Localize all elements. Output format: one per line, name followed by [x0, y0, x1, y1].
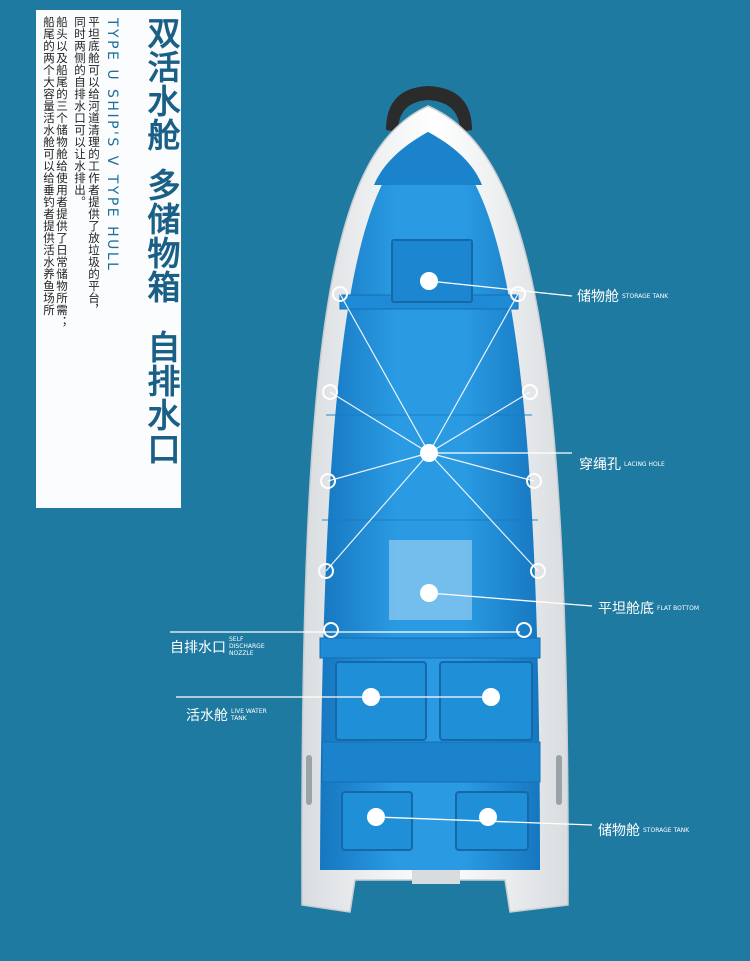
callout-live-water-zh: 活水舱: [186, 708, 228, 724]
callout-dot: [367, 808, 385, 826]
callout-storage-front-en: STORAGE TANK: [622, 292, 669, 300]
lacing-hole-ring: [322, 384, 338, 400]
side-handle-left: [306, 755, 312, 805]
callout-self-discharge: 自排水口 SELF DISCHARGE NOZZLE: [170, 636, 279, 657]
lacing-hole-ring: [526, 473, 542, 489]
lacing-hole-ring: [522, 384, 538, 400]
lacing-hole-ring: [530, 563, 546, 579]
headline-line-2: 多储物箱: [142, 168, 181, 304]
lacing-hole-rings: [318, 286, 546, 638]
callout-self-discharge-zh: 自排水口: [170, 639, 226, 656]
callout-live-water: 活水舱 LIVE WATER TANK: [186, 705, 281, 725]
flat-bottom-panel: [389, 540, 472, 620]
callout-storage-rear: 储物舱 STORAGE TANK: [598, 820, 693, 840]
callout-live-water-en: LIVE WATER TANK: [231, 708, 267, 722]
lacing-hole-ring: [318, 563, 334, 579]
description-line-1: 平坦底舱可以给河道清理的工作者提供了放垃圾的平台，: [87, 16, 101, 316]
stern-plate: [412, 870, 460, 884]
description-line-3: 船头以及船尾的三个储物舱给使用者提供了日常储物所需；: [55, 16, 69, 328]
live-water-tank-left: [335, 661, 427, 741]
callout-dots: [362, 272, 500, 826]
callout-dot: [482, 688, 500, 706]
middle-seat: [319, 637, 541, 659]
callout-dot: [362, 688, 380, 706]
drain-ring-right: [516, 622, 532, 638]
callout-dot: [479, 808, 497, 826]
callout-flat-bottom: 平坦舱底 FLAT BOTTOM: [598, 598, 707, 618]
callout-lacing-hole-zh: 穿绳孔: [579, 457, 621, 473]
callout-dot: [420, 444, 438, 462]
side-handle-right: [556, 755, 562, 805]
rear-seat: [321, 741, 541, 783]
headline-line-1: 双活水舱: [142, 16, 181, 152]
description-line-2: 同时两侧的自排水口可以让水排出。: [73, 16, 87, 208]
bow-handle: [386, 86, 472, 132]
description-panel: 船尾的两个大容量活水舱可以给垂钓者提供活水养鱼场所 船头以及船尾的三个储物舱给使…: [36, 10, 181, 508]
lacing-hole-ring: [332, 286, 348, 302]
callout-storage-front: 储物舱 STORAGE TANK: [577, 286, 672, 306]
lacing-hole-ring: [510, 286, 526, 302]
headline-line-3: 自排水口: [142, 330, 181, 466]
front-storage-box: [391, 239, 473, 303]
callout-lacing-hole: 穿绳孔 LACING HOLE: [579, 454, 674, 474]
callout-flat-bottom-zh: 平坦舱底: [598, 601, 654, 617]
callout-storage-rear-en: STORAGE TANK: [643, 826, 690, 834]
callout-storage-front-zh: 储物舱: [577, 289, 619, 305]
bow-deck: [374, 132, 482, 185]
lacing-hole-ring: [320, 473, 336, 489]
callout-flat-bottom-en: FLAT BOTTOM: [657, 604, 699, 612]
callout-dot: [420, 584, 438, 602]
drain-ring-left: [323, 622, 339, 638]
subtitle-english: TYPE U SHIP'S V TYPE HULL: [104, 18, 120, 273]
callout-lacing-hole-en: LACING HOLE: [624, 460, 665, 468]
description-line-4: 船尾的两个大容量活水舱可以给垂钓者提供活水养鱼场所: [42, 16, 56, 316]
callout-dot: [420, 272, 438, 290]
callout-self-discharge-en: SELF DISCHARGE NOZZLE: [229, 636, 265, 657]
rope-lines: [325, 293, 539, 572]
callout-leaders: [170, 280, 593, 826]
callout-storage-rear-zh: 储物舱: [598, 823, 640, 839]
